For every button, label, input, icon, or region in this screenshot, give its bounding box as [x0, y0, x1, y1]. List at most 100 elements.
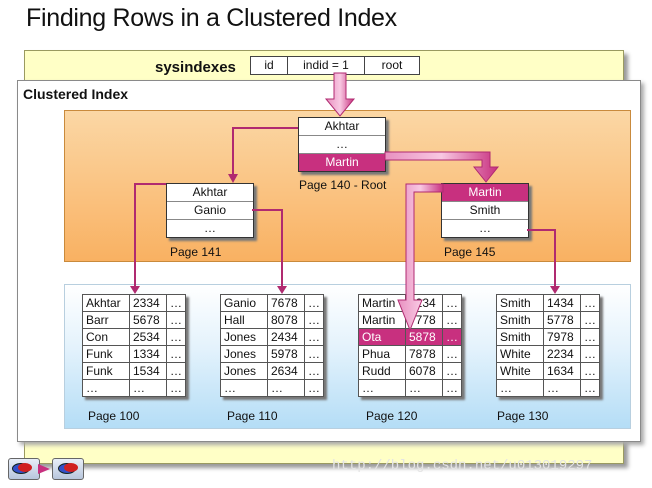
leaf-value: 1534: [129, 362, 167, 380]
leaf-value: 5878: [405, 328, 443, 346]
sysindexes-col-indid: indid = 1: [288, 57, 365, 74]
clustered-index-label: Clustered Index: [23, 86, 129, 102]
leaf-value: 7978: [543, 328, 581, 346]
leaf-more: …: [166, 345, 186, 363]
leaf-more: …: [580, 379, 600, 397]
leaf-name: Rudd: [358, 362, 406, 380]
leaf-more: …: [442, 328, 462, 346]
leaf-more: …: [580, 294, 600, 312]
leaf-value: 8078: [267, 311, 305, 329]
leaf-name: …: [82, 379, 130, 397]
leaf-more: …: [166, 379, 186, 397]
leaf-more: …: [442, 294, 462, 312]
leaf-name: Akhtar: [82, 294, 130, 312]
leaf-row: ………: [82, 379, 186, 397]
page-label-145: Page 145: [444, 245, 496, 259]
leaf-name: Con: [82, 328, 130, 346]
root-row-highlighted: Martin: [299, 154, 385, 171]
nav-next-shape: [64, 463, 78, 472]
leaf-value: 6078: [405, 362, 443, 380]
leaf-name: …: [496, 379, 544, 397]
leaf-value: 1234: [405, 294, 443, 312]
sysindexes-label: sysindexes: [155, 59, 236, 76]
leaf-value: …: [267, 379, 305, 397]
leaf-name: Jones: [220, 345, 268, 363]
leaf-more: …: [304, 311, 324, 329]
slide-navigation: [6, 458, 84, 480]
page-label-141: Page 141: [170, 245, 222, 259]
leaf-more: …: [442, 379, 462, 397]
page-label-root: Page 140 - Root: [299, 178, 387, 192]
sysindexes-row: id indid = 1 root: [250, 56, 420, 75]
leaf-value: 2434: [267, 328, 305, 346]
leaf-name: Phua: [358, 345, 406, 363]
page-label-100: Page 100: [88, 409, 140, 423]
leaf-more: …: [580, 311, 600, 329]
nav-previous-shape: [18, 463, 32, 472]
page-145-node: Martin Smith …: [441, 183, 529, 238]
root-row: …: [299, 136, 385, 154]
page-label-130: Page 130: [497, 409, 549, 423]
leaf-name: Smith: [496, 328, 544, 346]
leaf-more: …: [304, 379, 324, 397]
page-141-node: Akhtar Ganio …: [166, 183, 254, 238]
leaf-more: …: [166, 294, 186, 312]
leaf-name: Smith: [496, 311, 544, 329]
leaf-more: …: [580, 328, 600, 346]
leaf-value: 2334: [129, 294, 167, 312]
leaf-value: 5678: [129, 311, 167, 329]
page-145-row-highlighted: Martin: [442, 184, 528, 202]
leaf-more: …: [304, 294, 324, 312]
leaf-name: White: [496, 362, 544, 380]
leaf-row: ………: [496, 379, 600, 397]
root-row: Akhtar: [299, 118, 385, 136]
leaf-name: …: [358, 379, 406, 397]
sysindexes-col-id: id: [251, 57, 288, 74]
leaf-value: 2534: [129, 328, 167, 346]
leaf-value: 7878: [405, 345, 443, 363]
leaf-name: Martin: [358, 294, 406, 312]
leaf-more: …: [166, 311, 186, 329]
leaf-name: Funk: [82, 362, 130, 380]
page-145-row: Smith: [442, 202, 528, 220]
sysindexes-col-root: root: [381, 58, 403, 72]
leaf-name: Martin: [358, 311, 406, 329]
page-label-110: Page 110: [227, 409, 278, 423]
leaf-name: Jones: [220, 328, 268, 346]
watermark-text: http://blog.csdn.net/u013019297: [332, 458, 593, 474]
page-141-row: Akhtar: [167, 184, 253, 202]
leaf-value: 5778: [543, 311, 581, 329]
leaf-more: …: [304, 362, 324, 380]
leaf-more: …: [442, 362, 462, 380]
leaf-value: 2234: [543, 345, 581, 363]
leaf-value: 1334: [129, 345, 167, 363]
leaf-name: …: [220, 379, 268, 397]
leaf-name: Barr: [82, 311, 130, 329]
page-145-row: …: [479, 221, 491, 235]
leaf-name: Ota: [358, 328, 406, 346]
nav-arrow-icon: [38, 464, 50, 474]
leaf-more: …: [442, 311, 462, 329]
page-label-120: Page 120: [366, 409, 418, 423]
leaf-more: …: [580, 362, 600, 380]
leaf-name: Hall: [220, 311, 268, 329]
leaf-value: 2634: [267, 362, 305, 380]
leaf-value: 1634: [543, 362, 581, 380]
